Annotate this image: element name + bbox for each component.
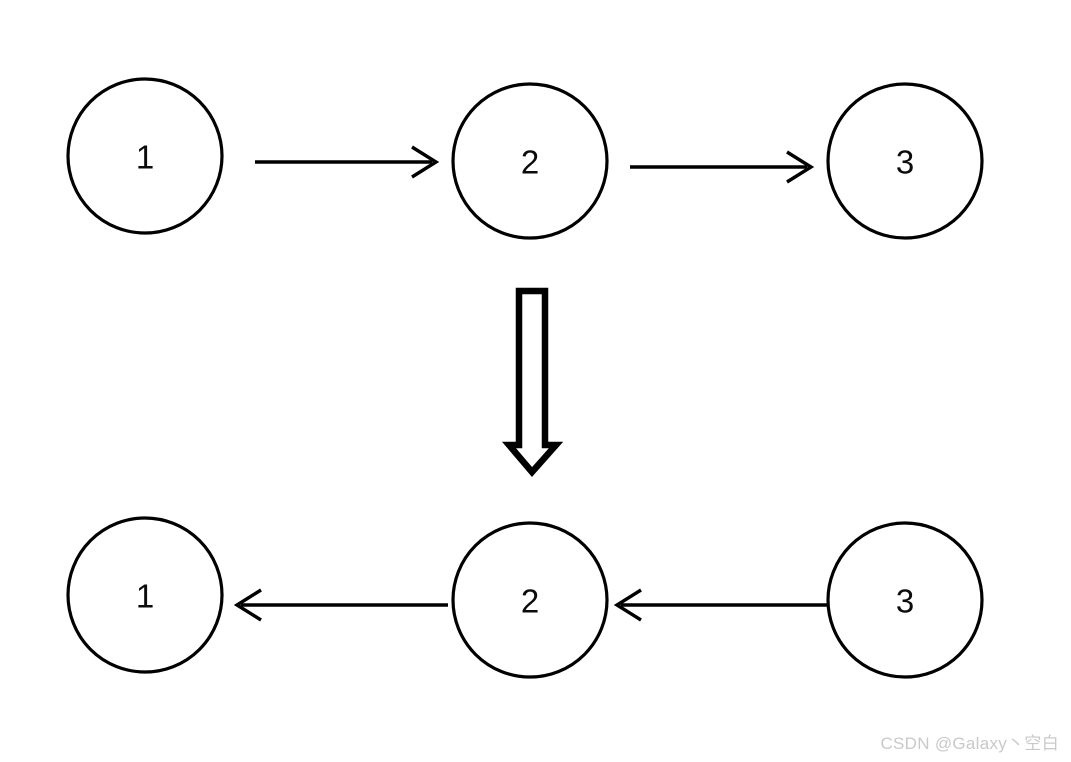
arrowhead-right-icon bbox=[411, 145, 440, 179]
node-before-2[interactable]: 2 bbox=[451, 82, 609, 240]
edge-after-3-to-2 bbox=[613, 588, 827, 622]
node-circle bbox=[451, 82, 609, 240]
node-before-1[interactable]: 1 bbox=[66, 77, 224, 235]
node-circle bbox=[66, 77, 224, 235]
node-label: 1 bbox=[136, 139, 154, 176]
row-before: 1 2 3 bbox=[66, 77, 984, 240]
node-circle bbox=[826, 521, 984, 679]
node-after-1[interactable]: 1 bbox=[66, 516, 224, 674]
arrowhead-left-icon bbox=[233, 588, 262, 622]
edge-after-2-to-1 bbox=[233, 588, 448, 622]
node-after-2[interactable]: 2 bbox=[451, 521, 609, 679]
arrowhead-left-icon bbox=[613, 588, 642, 622]
arrowhead-right-icon bbox=[786, 150, 815, 184]
block-down-arrow-icon bbox=[501, 287, 564, 477]
row-after: 1 2 3 bbox=[66, 516, 984, 679]
node-label: 2 bbox=[521, 144, 539, 181]
node-before-3[interactable]: 3 bbox=[826, 82, 984, 240]
node-label: 3 bbox=[896, 583, 914, 620]
edge-before-1-to-2 bbox=[255, 145, 440, 179]
node-circle bbox=[66, 516, 224, 674]
node-after-3[interactable]: 3 bbox=[826, 521, 984, 679]
watermark: CSDN @Galaxy丶空白 bbox=[880, 734, 1059, 753]
node-label: 2 bbox=[521, 583, 539, 620]
node-label: 3 bbox=[896, 144, 914, 181]
transform-block-arrow bbox=[501, 287, 564, 477]
edge-before-2-to-3 bbox=[630, 150, 815, 184]
node-circle bbox=[451, 521, 609, 679]
node-circle bbox=[826, 82, 984, 240]
node-label: 1 bbox=[136, 578, 154, 615]
